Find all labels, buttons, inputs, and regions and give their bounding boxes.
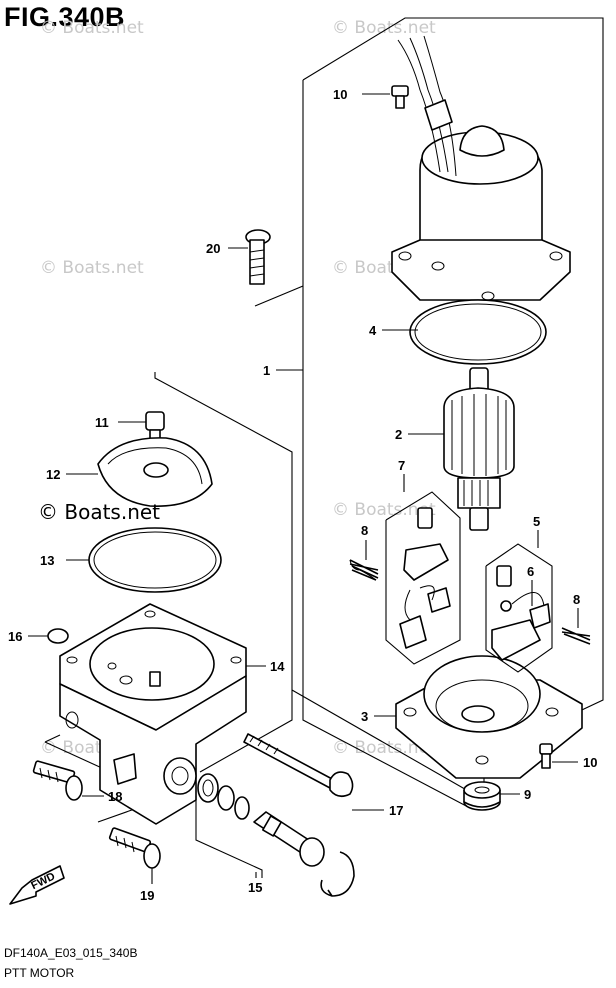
callout-10: 10 bbox=[583, 755, 597, 770]
callout-8: 8 bbox=[361, 523, 368, 538]
watermark: © Boats.net bbox=[332, 738, 436, 758]
screw bbox=[32, 760, 83, 801]
callout-17: 17 bbox=[389, 803, 403, 818]
brush-parts-5 bbox=[491, 565, 551, 661]
watermark: © Boats.net bbox=[40, 18, 144, 38]
bushing bbox=[463, 781, 501, 811]
callout-5: 5 bbox=[533, 514, 540, 529]
fwd-arrow: FWD bbox=[9, 865, 65, 905]
callout-19: 19 bbox=[140, 888, 154, 903]
pump-housing bbox=[59, 603, 247, 825]
callout-16: 16 bbox=[8, 629, 22, 644]
figure-code: DF140A_E03_015_340B bbox=[4, 946, 138, 960]
leader-lines bbox=[28, 93, 579, 884]
callout-11: 11 bbox=[95, 415, 109, 430]
watermark: © Boats.net bbox=[332, 18, 436, 38]
valve bbox=[253, 811, 325, 867]
callout-15: 15 bbox=[248, 880, 262, 895]
callout-7: 7 bbox=[398, 458, 405, 473]
callout-3: 3 bbox=[361, 709, 368, 724]
screw bbox=[108, 827, 161, 869]
seal-rings bbox=[197, 773, 250, 820]
o-ring bbox=[47, 628, 69, 644]
callout-13: 13 bbox=[40, 553, 54, 568]
screw bbox=[391, 85, 409, 109]
housing-frame bbox=[154, 372, 293, 773]
spring bbox=[561, 627, 591, 645]
callout-2: 2 bbox=[395, 427, 402, 442]
circlip bbox=[320, 851, 355, 897]
figure-title: FIG.340B bbox=[4, 2, 126, 32]
callout-12: 12 bbox=[46, 467, 60, 482]
brush-holder bbox=[395, 655, 583, 779]
callout-18: 18 bbox=[108, 789, 122, 804]
o-ring bbox=[409, 299, 547, 365]
watermark: © Boats.net bbox=[40, 258, 144, 278]
watermark-emphasized: © Boats.net bbox=[38, 500, 161, 524]
callout-4: 4 bbox=[369, 323, 377, 338]
o-ring bbox=[88, 527, 222, 593]
bolt bbox=[245, 229, 271, 285]
plate bbox=[97, 437, 213, 507]
brush-parts-7 bbox=[399, 507, 451, 649]
callout-9: 9 bbox=[524, 787, 531, 802]
assembly-frame bbox=[254, 285, 304, 307]
spring bbox=[349, 559, 379, 581]
callout-14: 14 bbox=[270, 659, 285, 674]
motor-can bbox=[391, 35, 571, 301]
callout-20: 20 bbox=[206, 241, 220, 256]
housing-frame bbox=[44, 734, 61, 743]
brush-subframe bbox=[385, 491, 461, 665]
housing-frame bbox=[291, 689, 485, 801]
long-bolt bbox=[243, 733, 354, 798]
assembly-frame bbox=[302, 80, 471, 809]
callout-1: 1 bbox=[263, 363, 270, 378]
armature bbox=[443, 367, 515, 531]
callout-8: 8 bbox=[573, 592, 580, 607]
callout-6: 6 bbox=[527, 564, 534, 579]
figure-caption: PTT MOTOR bbox=[4, 966, 75, 980]
callout-10: 10 bbox=[333, 87, 347, 102]
seal-bracket bbox=[195, 796, 263, 878]
screw bbox=[539, 743, 553, 769]
brush-subframe bbox=[485, 543, 553, 673]
